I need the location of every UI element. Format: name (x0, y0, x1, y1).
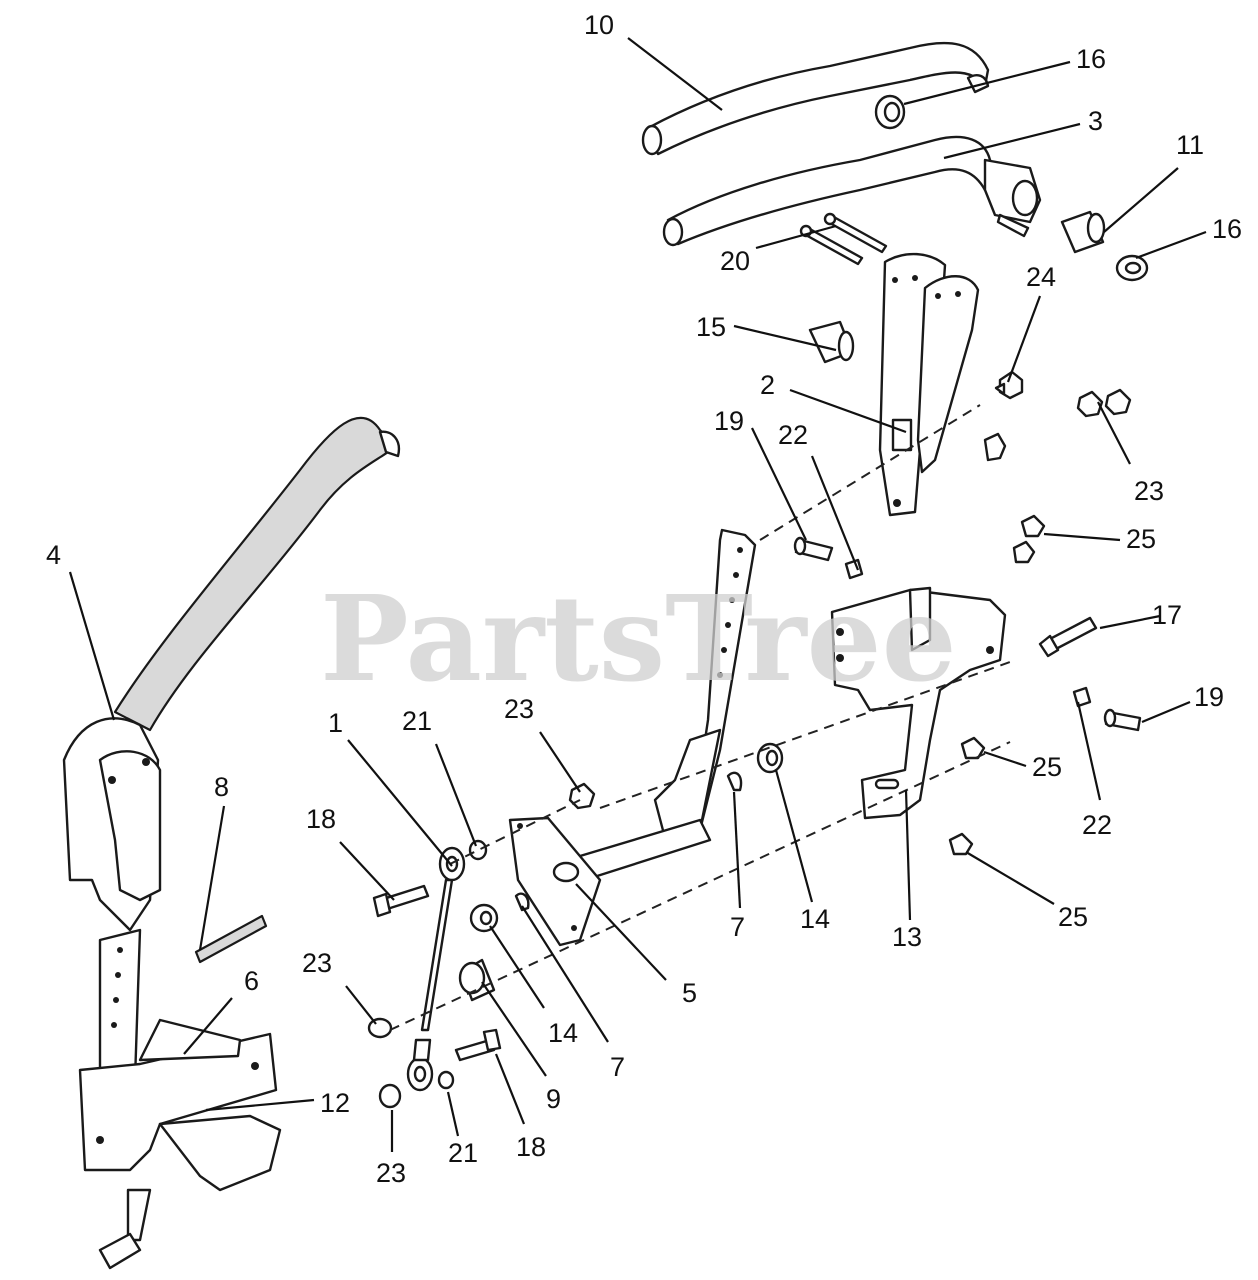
nut-icon (1072, 686, 1092, 708)
bolt-icon (948, 514, 1046, 856)
callout-12: 12 (320, 1088, 350, 1118)
mount-bracket (78, 928, 282, 1270)
callout-25: 25 (1032, 752, 1062, 782)
callout-20: 20 (720, 246, 750, 276)
callout-8: 8 (214, 772, 229, 802)
washer-icon (1115, 254, 1149, 282)
callout-22: 22 (778, 420, 808, 450)
handle-bar-lower (662, 135, 1042, 247)
callout-25: 25 (1058, 902, 1088, 932)
callout-9: 9 (546, 1084, 561, 1114)
callout-22: 22 (1082, 810, 1112, 840)
callout-21: 21 (402, 706, 432, 736)
callout-7: 7 (730, 912, 745, 942)
callouts: 10 16 3 11 16 20 24 15 2 19 22 23 25 4 1… (46, 10, 1242, 1188)
callout-23: 23 (504, 694, 534, 724)
bolt-icon (793, 536, 834, 562)
callout-23: 23 (376, 1158, 406, 1188)
callout-18: 18 (516, 1132, 546, 1162)
callout-16: 16 (1212, 214, 1242, 244)
callout-11: 11 (1176, 130, 1204, 160)
control-lever (62, 416, 401, 932)
lever-arm (508, 528, 757, 947)
callout-23: 23 (302, 948, 332, 978)
callout-18: 18 (306, 804, 336, 834)
spacer-icon (808, 320, 855, 364)
bolt-icon (1038, 616, 1098, 658)
callout-21: 21 (448, 1138, 478, 1168)
callout-14: 14 (548, 1018, 578, 1048)
callout-3: 3 (1088, 106, 1103, 136)
cotter-pin-icon (514, 771, 743, 912)
clip-icon (437, 839, 488, 1090)
leader-lines (68, 37, 1207, 1152)
callout-25: 25 (1126, 524, 1156, 554)
bushing-icon (1060, 210, 1106, 254)
callout-14: 14 (800, 904, 830, 934)
bushing-icon (469, 742, 784, 933)
callout-24: 24 (1026, 262, 1056, 292)
nut-icon (367, 782, 596, 1109)
pin-icon (799, 212, 888, 266)
callout-19: 19 (1194, 682, 1224, 712)
spacer-icon (458, 958, 496, 1002)
callout-19: 19 (714, 406, 744, 436)
strip-icon (194, 914, 268, 964)
bracket (830, 586, 1007, 820)
callout-1: 1 (328, 708, 343, 738)
callout-16: 16 (1076, 44, 1106, 74)
mount-plate (878, 252, 980, 517)
callout-23: 23 (1134, 476, 1164, 506)
callout-2: 2 (760, 370, 775, 400)
bolt-icon (372, 884, 502, 1062)
callout-4: 4 (46, 540, 61, 570)
washer-icon (874, 94, 906, 130)
callout-7: 7 (610, 1052, 625, 1082)
callout-15: 15 (696, 312, 726, 342)
bolt-icon (1103, 708, 1142, 732)
callout-13: 13 (892, 922, 922, 952)
linkage-rod (406, 846, 466, 1092)
callout-17: 17 (1152, 600, 1182, 630)
callout-5: 5 (682, 978, 697, 1008)
watermark: PartsTree (320, 569, 957, 708)
handle-bar-upper (641, 41, 990, 156)
nut-icon (1076, 388, 1132, 418)
callout-6: 6 (244, 966, 259, 996)
bolt-icon (983, 370, 1024, 462)
callout-10: 10 (584, 10, 614, 40)
